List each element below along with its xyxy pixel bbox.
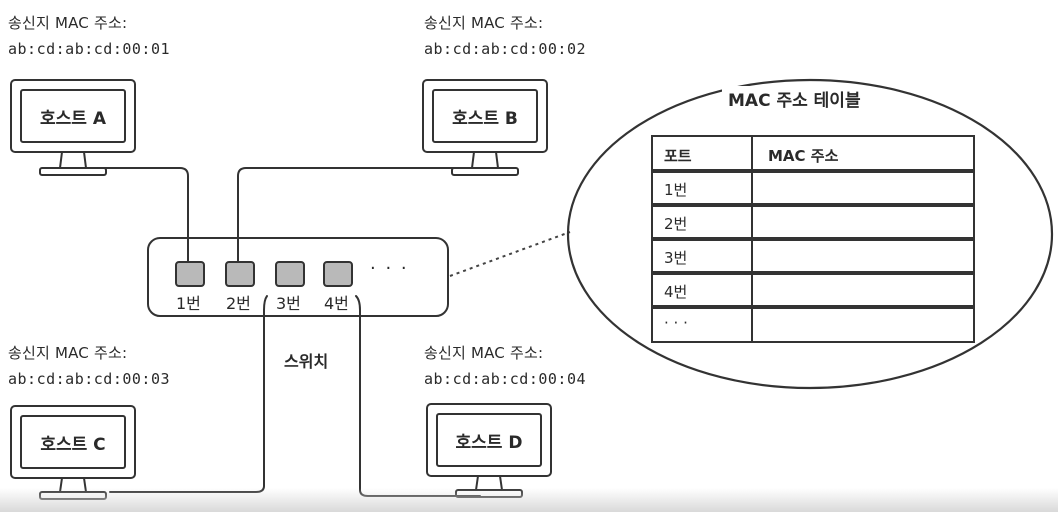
port-4-square [323, 261, 353, 287]
host-b-mac: ab:cd:ab:cd:00:02 [424, 40, 587, 58]
switch-label: 스위치 [284, 352, 329, 371]
host-a-monitor [10, 79, 136, 176]
host-b-sender-label: 송신지 MAC 주소: [424, 14, 544, 32]
table-header-port: 포트 [664, 147, 692, 165]
wire-host-c [109, 295, 268, 493]
mac-table-title: MAC 주소 테이블 [722, 86, 867, 111]
host-c-sender-label: 송신지 MAC 주소: [8, 344, 128, 362]
host-c-name: 호스트 C [40, 435, 106, 455]
host-a-mac: ab:cd:ab:cd:00:01 [8, 40, 171, 58]
table-row-port: 3번 [664, 249, 688, 267]
host-d-name: 호스트 D [455, 433, 523, 453]
more-ports: · · · [370, 258, 409, 279]
port-3-label: 3번 [276, 294, 301, 313]
host-a-name: 호스트 A [40, 109, 106, 129]
host-d-sender-label: 송신지 MAC 주소: [424, 344, 544, 362]
mac-table-grid [651, 135, 975, 343]
wire-host-b [237, 167, 459, 263]
zoom-connector [449, 231, 571, 277]
host-a-sender-label: 송신지 MAC 주소: [8, 14, 128, 32]
port-2-square [225, 261, 255, 287]
switch-body [147, 237, 449, 317]
host-c-mac: ab:cd:ab:cd:00:03 [8, 370, 171, 388]
bottom-shade [0, 488, 1058, 512]
port-1-label: 1번 [176, 294, 201, 313]
wire-host-a [97, 167, 189, 263]
port-2-label: 2번 [226, 294, 251, 313]
table-row-port: 4번 [664, 283, 688, 301]
table-row-port: 2번 [664, 215, 688, 233]
host-b-monitor [422, 79, 548, 176]
table-header-mac: MAC 주소 [768, 147, 839, 165]
table-bubble [566, 78, 1054, 390]
port-3-square [275, 261, 305, 287]
table-row-port: 1번 [664, 181, 688, 199]
host-d-mac: ab:cd:ab:cd:00:04 [424, 370, 587, 388]
host-b-name: 호스트 B [452, 109, 518, 129]
table-row-port: · · · [664, 314, 688, 332]
port-1-square [175, 261, 205, 287]
port-4-label: 4번 [324, 294, 349, 313]
